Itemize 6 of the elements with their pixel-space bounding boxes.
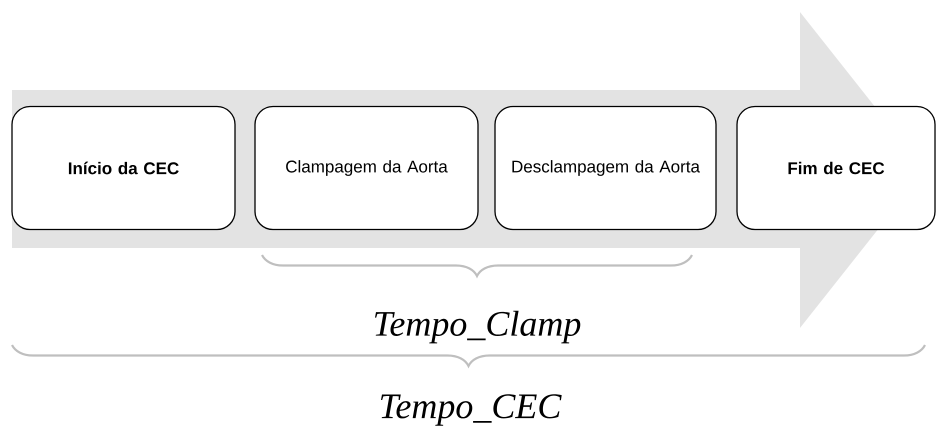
process-box: Fim de CEC [736, 106, 936, 230]
process-box: Desclampagem da Aorta [494, 106, 717, 230]
duration-label: Tempo_CEC [381, 394, 562, 426]
process-box: Clampagem da Aorta [254, 106, 479, 230]
duration-label: Tempo_Clamp [375, 310, 580, 344]
process-box: Início da CEC [11, 106, 236, 230]
